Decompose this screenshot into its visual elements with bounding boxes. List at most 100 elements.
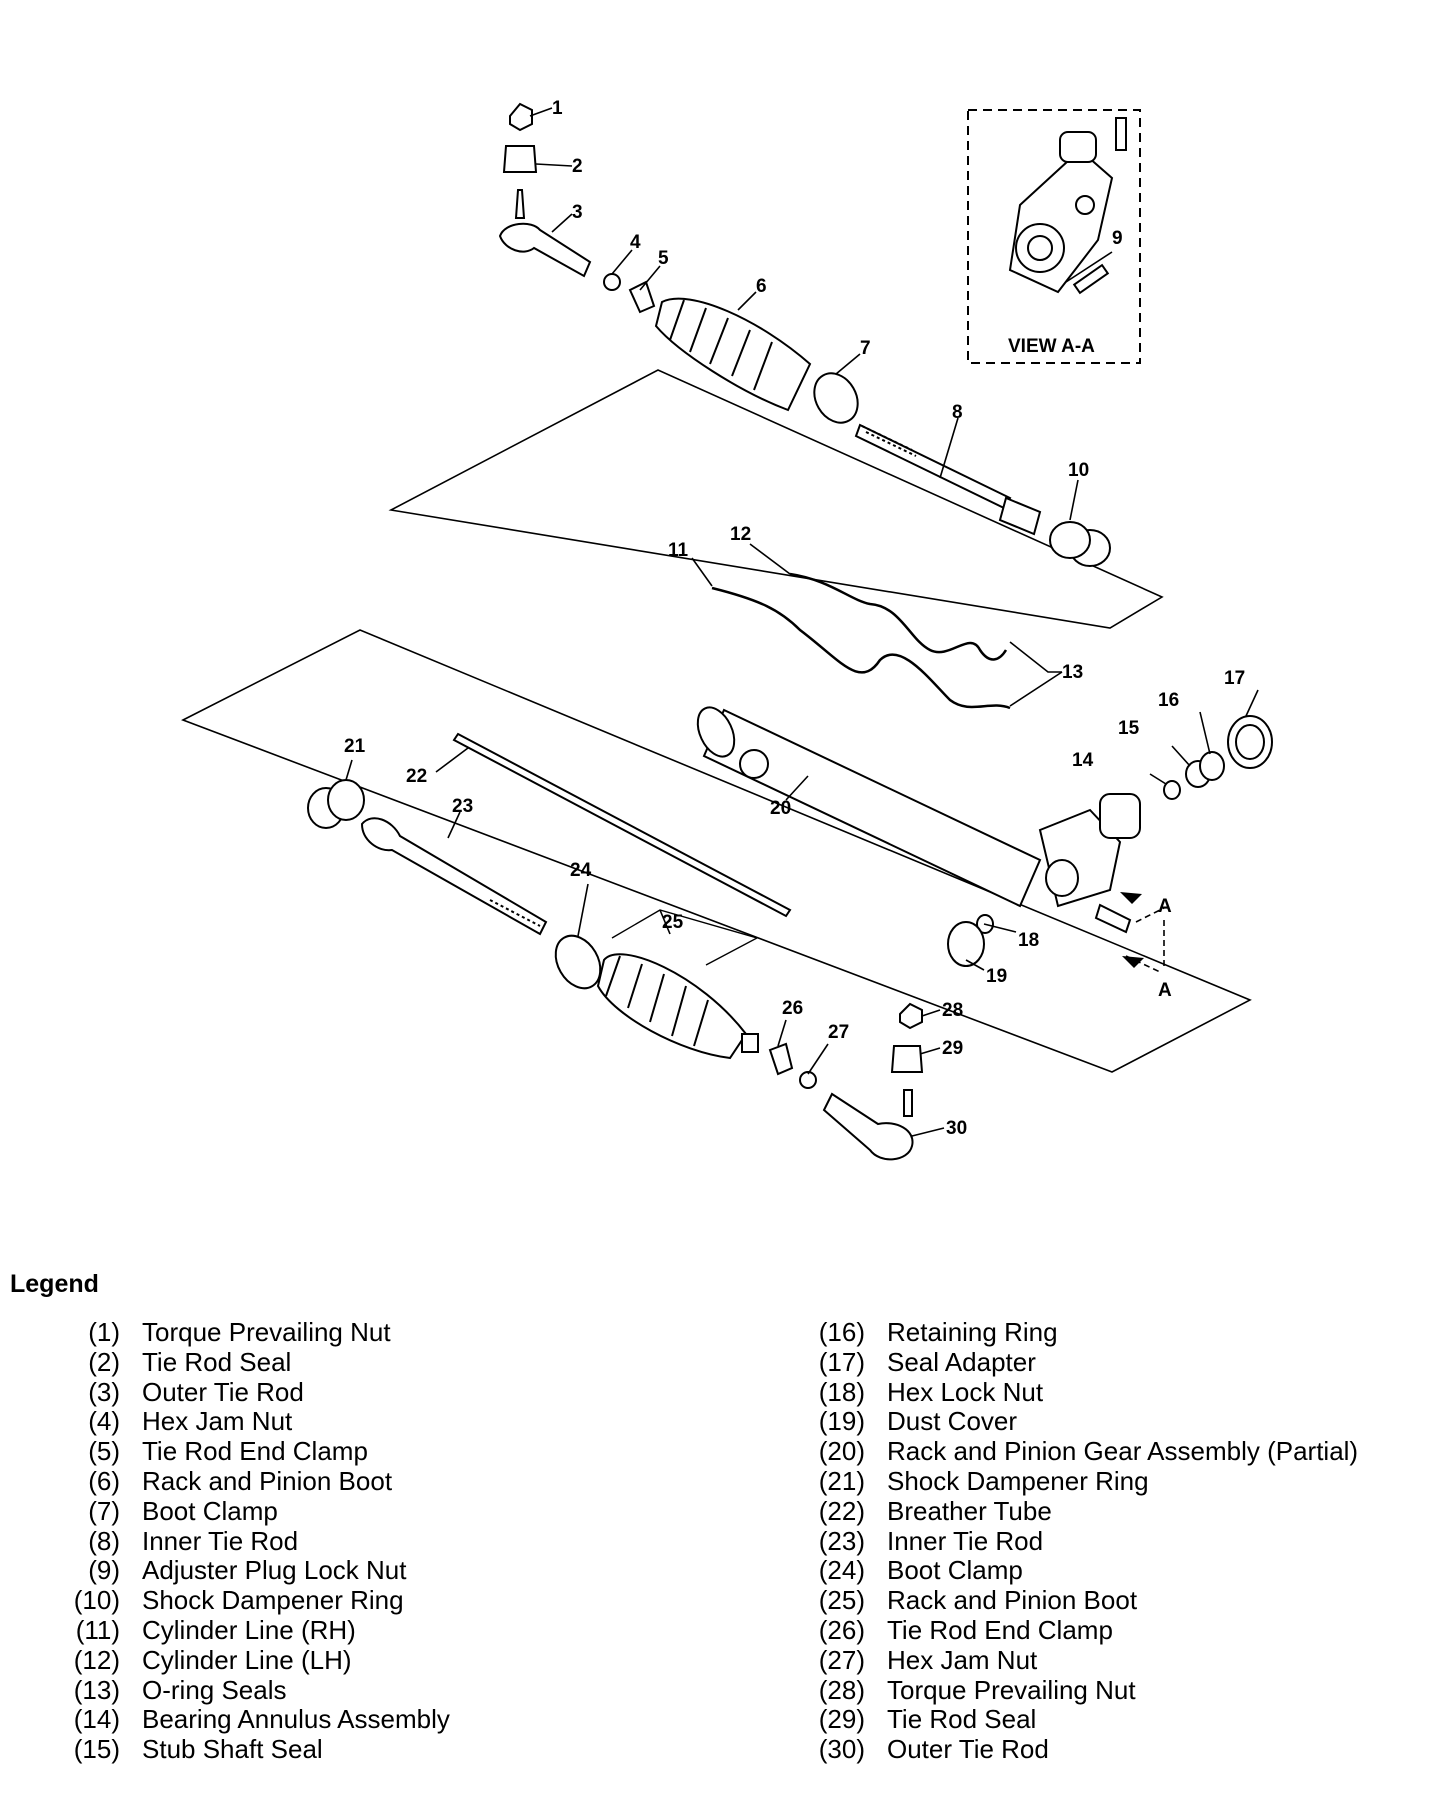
legend-item-label: Hex Jam Nut [887,1644,1038,1675]
callout-18: 18 [1018,930,1039,951]
legend-item-number: (3) [88,1376,120,1407]
legend-item-label: Bearing Annulus Assembly [142,1704,450,1735]
legend-item: (10)Shock Dampener Ring [50,1585,450,1616]
legend-item-number: (5) [88,1436,120,1467]
legend-item-label: Outer Tie Rod [887,1734,1049,1765]
legend-item-label: O-ring Seals [142,1674,287,1705]
callout-2: 2 [572,156,583,177]
legend-item-label: Hex Lock Nut [887,1376,1044,1407]
legend-item-number: (10) [73,1585,120,1616]
legend-item-label: Hex Jam Nut [142,1406,293,1437]
legend-item-label: Cylinder Line (LH) [142,1644,352,1675]
legend-item: (23)Inner Tie Rod [795,1525,1358,1557]
callout-19: 19 [986,966,1007,987]
lower-inner-tie-rod-group [307,732,792,990]
legend-item-label: Torque Prevailing Nut [142,1317,391,1347]
rack-and-pinion-gear-housing [696,706,1141,934]
legend-item-label: Tie Rod Seal [887,1704,1037,1735]
callout-1: 1 [552,98,563,119]
section-mark-upper: A [1158,896,1172,917]
callout-11: 11 [668,540,689,561]
callout-27: 27 [828,1022,849,1043]
lower-outer-tie-rod-group [768,1002,924,1161]
legend-item-number: (24) [818,1555,865,1586]
callout-14: 14 [1072,750,1094,771]
legend-item: (7) Boot Clamp [50,1495,450,1527]
legend-item: (24)Boot Clamp [795,1556,1358,1586]
legend-item-number: (27) [818,1644,865,1675]
legend-item-number: (7) [88,1495,120,1526]
legend-item-label: Rack and Pinion Boot [142,1465,393,1496]
legend-item: (25)Rack and Pinion Boot [795,1585,1358,1616]
legend-item-label: Torque Prevailing Nut [887,1674,1136,1705]
upper-assembly-plane [388,369,1164,629]
legend-item: (2) Tie Rod Seal [50,1346,450,1378]
callout-22: 22 [406,766,427,787]
upper-boot-group [654,297,859,424]
legend-item: (22)Breather Tube [795,1495,1358,1527]
callout-4: 4 [630,232,641,253]
cylinder-line-rh-shape [711,586,1011,710]
legend-item: (16) Retaining Ring [795,1317,1358,1348]
legend-item-number: (8) [88,1525,120,1556]
legend-item: (29)Tie Rod Seal [795,1705,1358,1735]
legend-item: (17) Seal Adapter [795,1346,1358,1378]
callout-3: 3 [572,202,583,223]
legend-item-number: (18) [818,1376,865,1407]
legend-item: (19)Dust Cover [795,1407,1358,1437]
legend-item: (13) O-ring Seals [50,1674,450,1706]
legend-item-number: (25) [818,1585,865,1616]
legend-item-label: Inner Tie Rod [142,1525,299,1556]
legend-item-label: Tie Rod Seal [142,1346,292,1377]
legend-item-number: (23) [818,1525,865,1556]
legend-item: (30)Outer Tie Rod [795,1734,1358,1765]
legend-item-label: Seal Adapter [887,1346,1036,1377]
legend-item-label: Adjuster Plug Lock Nut [142,1555,407,1586]
callout-21: 21 [344,736,366,757]
upper-inner-tie-rod-group [854,423,1111,567]
legend-item-label: Rack and Pinion Gear Assembly (Partial) [887,1436,1359,1467]
callout-16: 16 [1158,690,1179,711]
pinion-housing-detail [1008,117,1127,294]
legend-item-label: Retaining Ring [887,1317,1058,1347]
legend-item: (12) Cylinder Line (LH) [50,1644,450,1676]
legend-item-number: (11) [75,1614,120,1645]
legend-column-right: (16) Retaining Ring (17) Seal Adapter (18)… [795,1317,1359,1765]
pinion-seal-group [947,715,1273,967]
legend-item-number: (22) [818,1495,865,1526]
legend-item-label: Outer Tie Rod [142,1376,304,1407]
legend-title: Legend [10,1270,99,1298]
callout-25: 25 [662,912,684,933]
callout-7: 7 [860,338,871,359]
callout-13: 13 [1062,662,1083,683]
legend-item-number: (16) [818,1317,865,1347]
lower-assembly-plane [181,629,1252,1073]
legend-item-number: (2) [88,1346,120,1377]
callout-10: 10 [1068,460,1089,481]
legend-item-label: Shock Dampener Ring [887,1465,1149,1496]
legend-item: (28)Torque Prevailing Nut [795,1674,1358,1706]
legend-item: (4)Hex Jam Nut [50,1407,450,1437]
legend-item-number: (13) [73,1674,120,1705]
callout-8: 8 [952,402,963,423]
legend-item: (5) Tie Rod End Clamp [50,1436,450,1467]
upper-outer-tie-rod-group [498,102,656,314]
legend-item-number: (12) [73,1644,120,1675]
legend-item-label: Boot Clamp [142,1495,278,1526]
legend-item-number: (1) [88,1317,120,1347]
legend-column-left: (1) Torque Prevailing Nut (2) Tie Rod Seal… [50,1317,450,1765]
legend-item-number: (17) [818,1346,865,1377]
legend-item: (9) Adjuster Plug Lock Nut [50,1556,450,1586]
legend-item: (18) Hex Lock Nut [795,1376,1358,1408]
legend-item-label: Dust Cover [887,1406,1018,1437]
legend-item: (21)Shock Dampener Ring [795,1465,1358,1497]
legend-item-number: (9) [88,1555,120,1586]
legend-item-label: Tie Rod End Clamp [142,1436,368,1467]
callout-6: 6 [756,276,767,297]
legend-item-label: Cylinder Line (RH) [142,1614,356,1645]
legend-item: (11) Cylinder Line (RH) [50,1614,450,1646]
legend-item-number: (15) [73,1734,120,1765]
legend-item-number: (14) [73,1704,120,1735]
section-arrow-lower [1122,956,1144,968]
callout-15: 15 [1118,718,1140,739]
